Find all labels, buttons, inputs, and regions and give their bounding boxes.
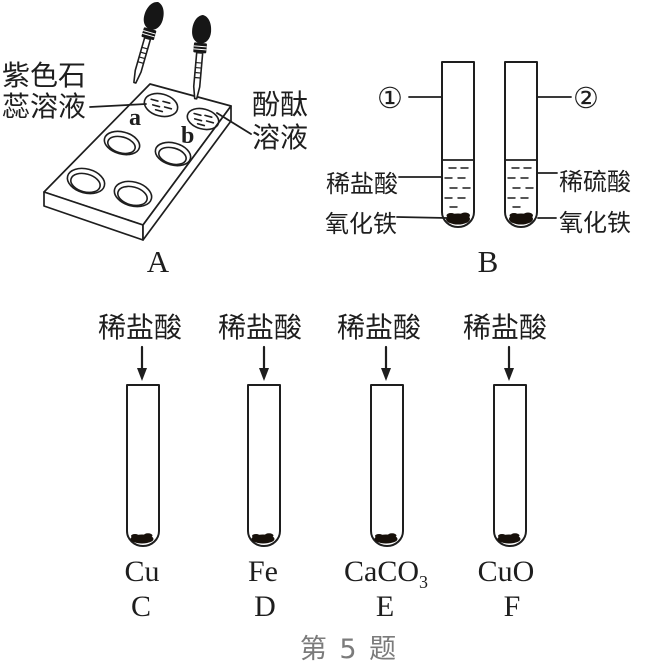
test-tube-c: [126, 384, 160, 547]
tube1-liquid-label: 稀盐酸: [326, 170, 398, 198]
arrow-down-icon: [504, 345, 514, 381]
tube-letter-d: D: [254, 590, 276, 623]
dropper-icon: [133, 1, 164, 84]
dropper-icon: [192, 15, 212, 100]
test-tube-f: [493, 384, 527, 547]
tube2-solid-label: 氧化铁: [559, 209, 631, 237]
leader-line: [396, 216, 448, 219]
well-a-liquid: [150, 98, 173, 113]
substance-label-e: CaCO3: [344, 555, 428, 592]
tube1-solid-label: 氧化铁: [325, 210, 397, 238]
reagent-label-phenolphthalein: 酚酞 溶液: [252, 88, 309, 154]
sediment: [251, 533, 275, 544]
reagent-label-f: 稀盐酸: [462, 311, 547, 344]
well-b: [186, 107, 220, 131]
reagent-label-litmus: 紫色石 蕊溶液: [2, 59, 87, 123]
tube-letter-e: E: [375, 590, 395, 623]
reagent-label-e: 稀盐酸: [336, 311, 421, 344]
substance-label-f: CuO: [477, 555, 535, 588]
well-b-letter: b: [181, 123, 195, 149]
sediment: [130, 533, 154, 544]
iron-oxide-sediment: [509, 212, 533, 225]
arrow-down-icon: [259, 345, 269, 381]
leader-line: [216, 112, 252, 135]
leader-line: [89, 103, 147, 108]
test-tube-b1: [441, 61, 475, 228]
liquid-dashes: [507, 167, 534, 208]
test-tube-d: [247, 384, 281, 547]
spot-plate: [43, 83, 232, 241]
iron-oxide-sediment: [446, 212, 470, 225]
well-a: [143, 92, 179, 118]
sediment: [497, 533, 521, 544]
tube-letter-c: C: [130, 590, 151, 623]
liquid-dashes: [444, 167, 471, 208]
tube1-number-badge: ①: [377, 81, 403, 115]
figure-caption: 第 5 题: [299, 634, 399, 661]
arrow-down-icon: [137, 345, 147, 381]
well-a-letter: a: [129, 105, 141, 131]
substance-label-d: Fe: [248, 555, 278, 588]
tube2-number-badge: ②: [573, 81, 599, 115]
empty-wells: [66, 130, 192, 208]
arrow-down-icon: [381, 345, 391, 381]
substance-label-c: Cu: [124, 555, 160, 588]
tube-letter-f: F: [503, 590, 521, 623]
sediment: [374, 533, 398, 544]
section-b-label: B: [477, 244, 499, 279]
section-a-label: A: [146, 244, 170, 279]
well-b-liquid: [193, 112, 215, 127]
tube2-liquid-label: 稀硫酸: [559, 168, 631, 196]
reagent-label-c: 稀盐酸: [97, 311, 182, 344]
test-tube-e: [370, 384, 404, 547]
test-tube-b2: [504, 61, 538, 228]
reagent-label-d: 稀盐酸: [217, 311, 302, 344]
